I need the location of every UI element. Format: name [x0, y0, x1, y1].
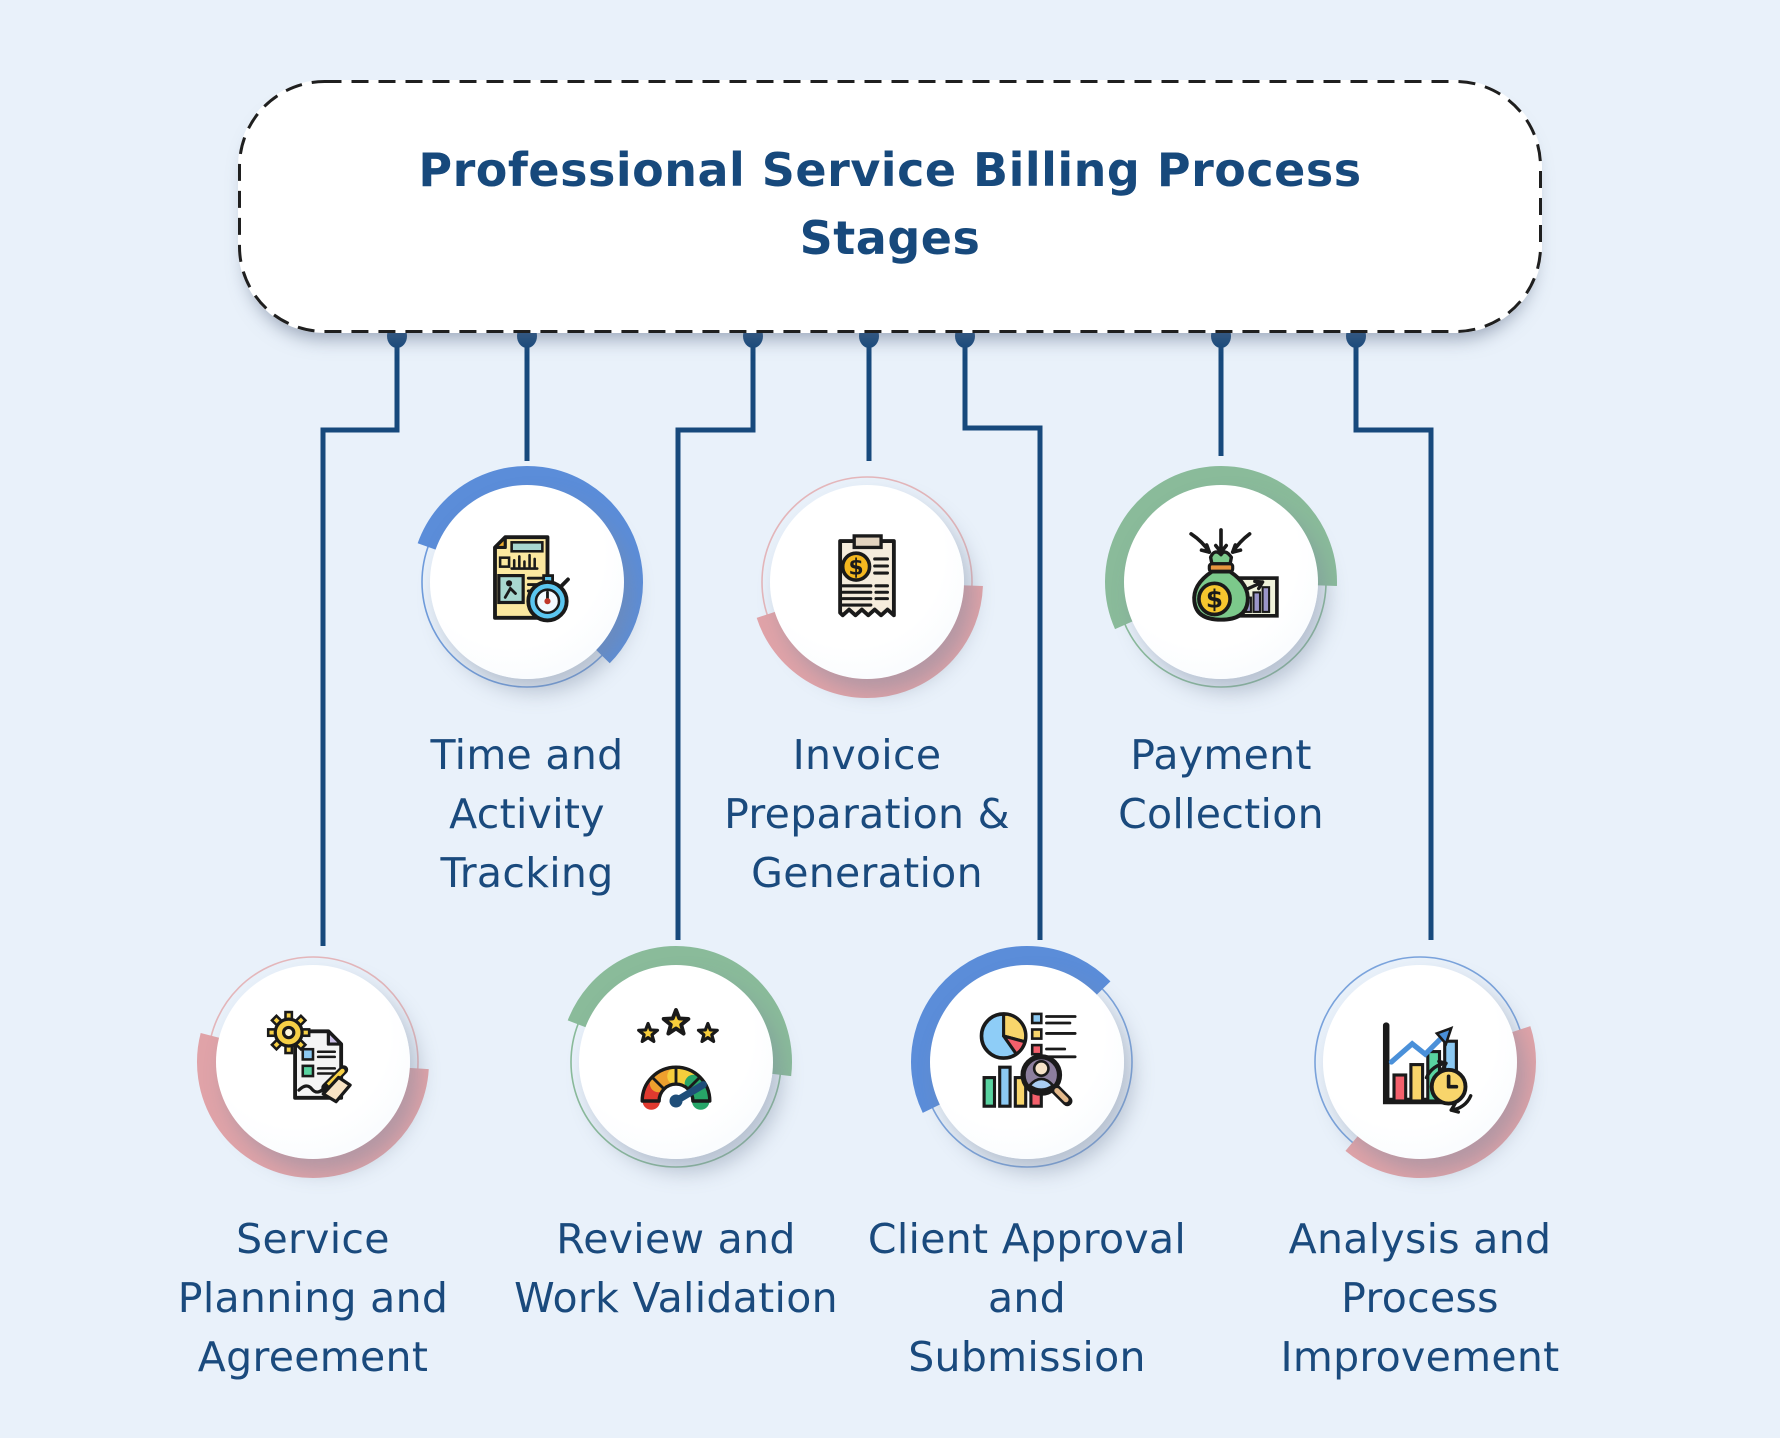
stage-node-service-planning: [193, 942, 433, 1182]
stage-ring: [197, 956, 429, 1178]
bar-chart-clock-icon: [1382, 1022, 1473, 1114]
connector-client-approval: [962, 336, 1043, 940]
stage-node-client-approval: [907, 942, 1147, 1182]
stage-node-review-validation: [556, 942, 796, 1182]
stage-circle: [579, 965, 773, 1159]
title-box: Professional Service Billing Process Sta…: [238, 80, 1542, 333]
stage-ring: [567, 945, 792, 1168]
stage-ring: [911, 946, 1133, 1168]
svg-text:$: $: [1206, 584, 1223, 613]
page-title: Professional Service Billing Process Sta…: [418, 142, 1362, 265]
timesheet-stopwatch-icon: [493, 535, 570, 623]
rating-gauge-stars-icon: [637, 1008, 719, 1110]
stage-node-time-tracking: [407, 462, 647, 702]
title-box-dashed-border: [238, 80, 1542, 333]
stage-label-payment-collection: Payment Collection: [1118, 731, 1324, 838]
charts-magnifier-person-icon: [979, 1012, 1077, 1108]
stage-label-analysis-improvement: Analysis and Process Improvement: [1280, 1215, 1560, 1381]
connector-analysis-improvement: [1353, 336, 1434, 940]
stage-label-time-tracking: Time and Activity Tracking: [430, 731, 624, 897]
stage-label-review-validation: Review and Work Validation: [514, 1215, 838, 1322]
stage-circle: $: [1124, 485, 1318, 679]
stage-node-analysis-improvement: [1300, 942, 1540, 1182]
connector-service-planning: [320, 336, 400, 946]
stage-circle: [430, 485, 624, 679]
stage-circle: [216, 965, 410, 1159]
stage-ring: [1105, 466, 1337, 688]
stage-circle: [1323, 965, 1517, 1159]
stage-circle: [930, 965, 1124, 1159]
connector-review-validation: [675, 336, 756, 940]
stage-ring: [1314, 956, 1536, 1178]
stage-label-invoice-generation: Invoice Preparation & Generation: [724, 731, 1010, 897]
dollar-receipt-icon: $: [838, 534, 896, 618]
stage-label-client-approval: Client Approval and Submission: [867, 1215, 1187, 1381]
stage-node-invoice-generation: $: [747, 462, 987, 702]
stage-ring: [417, 466, 643, 688]
stage-circle: $: [770, 485, 964, 679]
stage-node-payment-collection: $: [1101, 462, 1341, 702]
money-bag-growth-icon: $: [1189, 528, 1279, 622]
stage-ring: [756, 476, 983, 698]
stage-label-service-planning: Service Planning and Agreement: [177, 1215, 449, 1381]
svg-text:$: $: [849, 555, 864, 580]
contract-gear-signing-icon: [266, 1010, 352, 1104]
